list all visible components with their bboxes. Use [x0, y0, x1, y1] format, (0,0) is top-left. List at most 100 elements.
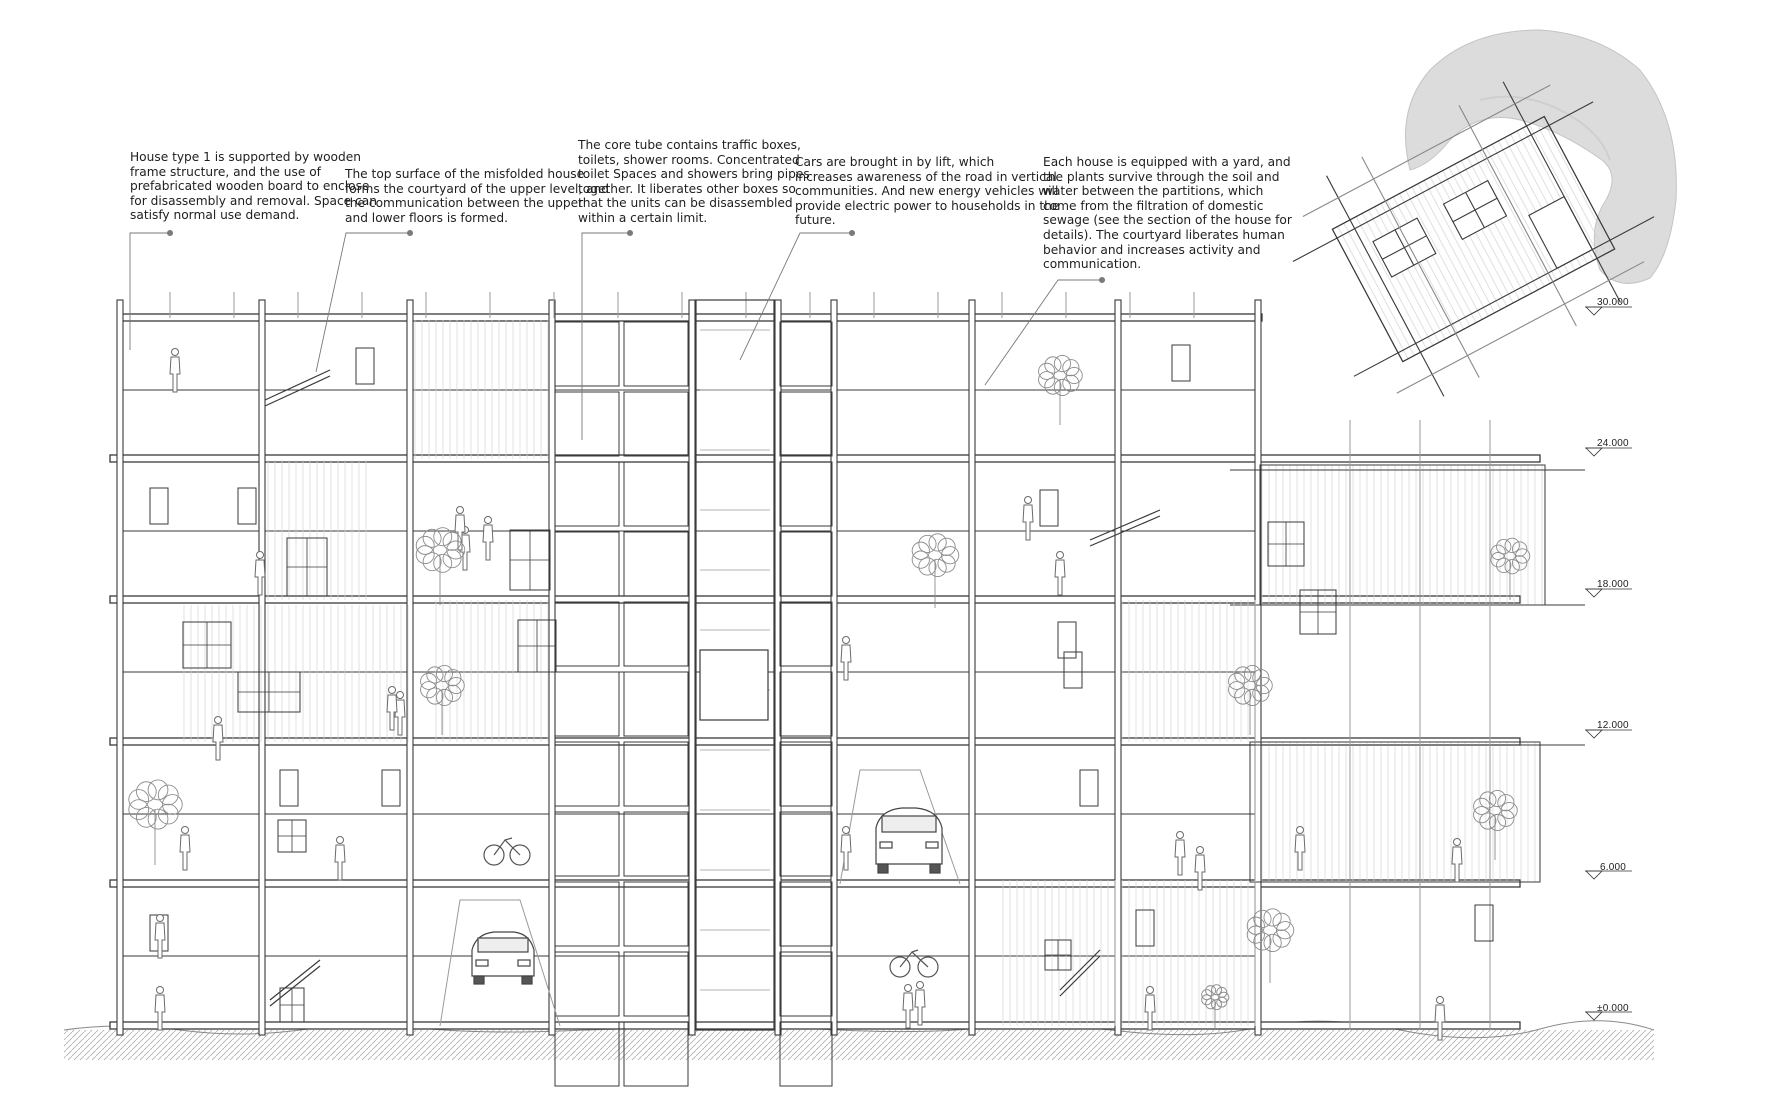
person-figure	[386, 686, 398, 731]
core-box	[779, 811, 833, 877]
level-triangle	[1585, 588, 1603, 598]
core-box	[554, 391, 620, 457]
core-box	[623, 391, 689, 457]
tree-foliage	[433, 527, 453, 547]
person-head	[1056, 551, 1064, 559]
person-body	[902, 992, 914, 1029]
core-box	[623, 531, 689, 597]
door	[279, 769, 299, 807]
person-body	[334, 844, 346, 881]
tree-foliage	[135, 781, 157, 802]
wood-panel	[1118, 880, 1258, 1026]
tree-foliage	[135, 807, 157, 828]
person-body	[454, 514, 466, 551]
person-body	[1174, 839, 1186, 876]
core-box	[779, 531, 833, 597]
tree-foliage	[1252, 684, 1270, 702]
person-body	[914, 989, 926, 1026]
tree-foliage	[1512, 541, 1528, 557]
tree-foliage	[1053, 354, 1072, 373]
person-body	[1054, 559, 1066, 596]
tree-foliage	[941, 546, 960, 565]
tree-foliage	[911, 550, 930, 569]
person-body	[212, 724, 224, 761]
core-box	[779, 391, 833, 457]
door	[237, 487, 257, 525]
level-triangle	[1585, 1011, 1603, 1021]
tree-foliage	[1211, 999, 1223, 1011]
tree-foliage	[1216, 986, 1228, 998]
tree-foliage	[1065, 366, 1083, 385]
tree-foliage	[147, 808, 169, 830]
tree-foliage	[1496, 538, 1512, 555]
core-box	[779, 881, 833, 947]
tree-foliage	[1263, 908, 1282, 927]
person-figure	[154, 986, 166, 1031]
person-body	[1294, 834, 1306, 871]
person-head	[484, 516, 492, 524]
level-markers	[1585, 306, 1632, 1021]
person-head	[156, 986, 164, 994]
tree	[415, 527, 466, 605]
person-figure	[254, 551, 266, 596]
column	[830, 299, 838, 1036]
door	[1057, 621, 1077, 659]
tree-foliage	[415, 535, 435, 555]
door	[1171, 344, 1191, 382]
tree-foliage	[1228, 681, 1246, 699]
person-figure	[454, 506, 466, 551]
core-box	[554, 671, 620, 737]
person-head	[1296, 826, 1304, 834]
door	[355, 347, 375, 385]
cantilever-unit	[1249, 741, 1541, 883]
tree-foliage	[420, 672, 438, 690]
tree-foliage	[1044, 356, 1062, 374]
core-box	[554, 741, 620, 807]
column	[116, 299, 124, 1036]
tree-foliage	[1044, 377, 1062, 395]
tree-foliage	[1504, 558, 1520, 575]
car-icon	[471, 931, 535, 985]
person-head	[214, 716, 222, 724]
tree-foliage	[444, 669, 462, 687]
tree-foliage	[1497, 794, 1515, 812]
person-figure	[1144, 986, 1156, 1031]
stair	[1089, 515, 1161, 547]
level-triangle	[1585, 306, 1603, 316]
person-head	[842, 826, 850, 834]
wood-panel	[430, 600, 552, 742]
stair	[1059, 949, 1101, 991]
person-body	[154, 994, 166, 1031]
level-triangle	[1585, 447, 1603, 457]
person-figure	[840, 826, 852, 871]
core-box	[623, 811, 689, 877]
stair	[1059, 955, 1101, 997]
core-box	[623, 881, 689, 947]
tree-foliage	[1490, 544, 1506, 560]
person-head	[1436, 996, 1444, 1004]
level-label-30000: 30.000	[1597, 297, 1629, 308]
person-head	[336, 836, 344, 844]
person-body	[386, 694, 398, 731]
tree-foliage	[442, 549, 462, 569]
tree-foliage	[161, 794, 183, 815]
person-head	[256, 551, 264, 559]
tree-foliage	[918, 534, 937, 554]
core-box	[623, 741, 689, 807]
core-box	[779, 741, 833, 807]
tree-foliage	[1038, 371, 1056, 389]
person-head	[171, 348, 179, 356]
tree-foliage	[1246, 925, 1265, 944]
tree-foliage	[1504, 537, 1520, 554]
person-head	[396, 691, 404, 699]
tree-foliage	[1038, 362, 1056, 380]
tree	[1490, 537, 1531, 600]
tree-foliage	[415, 545, 435, 565]
person-body	[840, 834, 852, 871]
person-figure	[334, 836, 346, 881]
wood-panel	[262, 460, 372, 600]
tree-foliage	[128, 799, 150, 820]
person-figure	[902, 984, 914, 1029]
stair	[269, 959, 321, 1001]
tree-foliage	[1272, 929, 1291, 948]
